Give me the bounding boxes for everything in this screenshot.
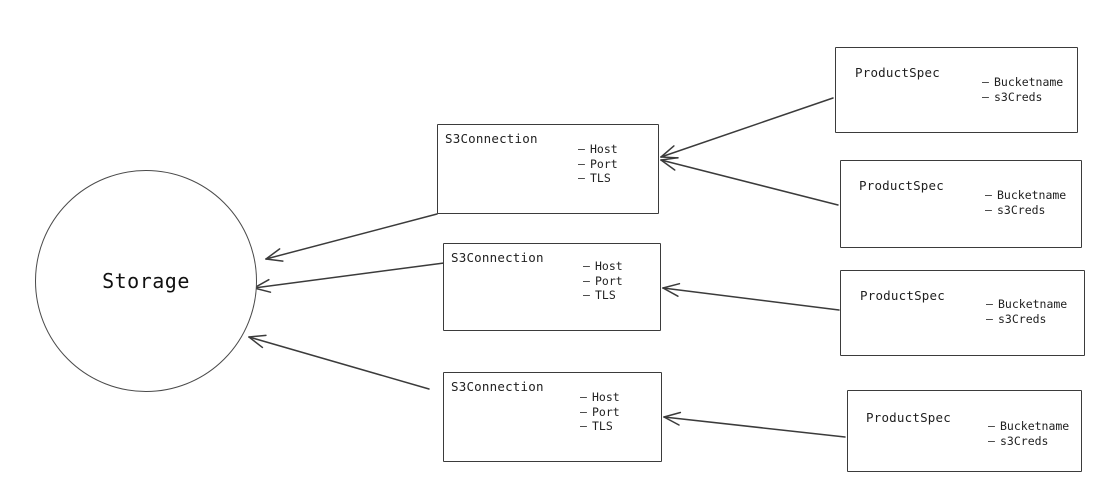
bullet-dash-icon: –: [985, 202, 992, 217]
bullet-dash-icon: –: [583, 288, 590, 302]
product-spec-attribute-label: Bucketname: [997, 188, 1067, 202]
s3-connection-box[interactable]: [437, 124, 659, 214]
arrow-prodspec4-to-s3conn3: [663, 411, 846, 438]
product-spec-attribute: –Bucketname: [982, 75, 1063, 90]
s3-connection-attribute-label: Host: [590, 142, 618, 156]
arrow-s3conn2-to-storage: [253, 262, 445, 293]
bullet-dash-icon: –: [982, 75, 989, 89]
s3-connection-attribute-label: Port: [590, 156, 618, 171]
bullet-dash-icon: –: [985, 188, 992, 202]
product-spec-box[interactable]: [847, 390, 1082, 472]
s3-connection-attribute: –TLS: [578, 171, 618, 186]
s3-connection-attribute: –Host: [578, 142, 618, 157]
product-spec-title: ProductSpec: [859, 178, 944, 193]
arrow-s3conn1-to-storage: [265, 213, 438, 262]
bullet-dash-icon: –: [578, 156, 585, 171]
s3-connection-title: S3Connection: [451, 250, 544, 265]
s3-connection-attribute: –Port: [583, 274, 623, 289]
product-spec-attribute: –s3Creds: [986, 312, 1067, 327]
s3-connection-attribute-list: –Host–Port–TLS: [578, 142, 618, 186]
s3-connection-attribute-label: Host: [592, 390, 620, 404]
bullet-dash-icon: –: [578, 142, 585, 156]
bullet-dash-icon: –: [988, 419, 995, 433]
bullet-dash-icon: –: [986, 297, 993, 311]
s3-connection-attribute-list: –Host–Port–TLS: [580, 390, 620, 434]
product-spec-attribute-list: –Bucketname–s3Creds: [986, 297, 1067, 326]
product-spec-attribute: –Bucketname: [986, 297, 1067, 312]
s3-connection-box[interactable]: [443, 372, 662, 462]
s3-connection-attribute-label: Port: [595, 273, 623, 288]
product-spec-attribute-label: Bucketname: [1000, 419, 1070, 433]
s3-connection-attribute: –TLS: [580, 419, 620, 434]
product-spec-attribute: –Bucketname: [985, 188, 1066, 203]
bullet-dash-icon: –: [580, 419, 587, 433]
product-spec-box[interactable]: [835, 47, 1078, 133]
bullet-dash-icon: –: [986, 311, 993, 326]
product-spec-box[interactable]: [840, 160, 1082, 248]
s3-connection-attribute: –Host: [580, 390, 620, 405]
product-spec-attribute-label: s3Creds: [998, 311, 1047, 326]
arrow-prodspec2-to-s3conn1: [660, 157, 839, 206]
s3-connection-title: S3Connection: [445, 131, 538, 146]
product-spec-attribute: –s3Creds: [985, 203, 1066, 218]
s3-connection-attribute-label: TLS: [595, 288, 616, 302]
bullet-dash-icon: –: [583, 273, 590, 288]
bullet-dash-icon: –: [580, 404, 587, 419]
product-spec-box[interactable]: [840, 270, 1085, 356]
arrow-s3conn3-to-storage: [248, 334, 430, 390]
bullet-dash-icon: –: [578, 171, 585, 185]
product-spec-attribute-list: –Bucketname–s3Creds: [982, 75, 1063, 104]
s3-connection-title: S3Connection: [451, 379, 544, 394]
bullet-dash-icon: –: [988, 433, 995, 448]
product-spec-attribute-label: s3Creds: [994, 89, 1043, 104]
product-spec-attribute-list: –Bucketname–s3Creds: [988, 419, 1069, 448]
product-spec-attribute-label: s3Creds: [997, 202, 1046, 217]
product-spec-attribute: –Bucketname: [988, 419, 1069, 434]
s3-connection-box[interactable]: [443, 243, 661, 331]
product-spec-title: ProductSpec: [860, 288, 945, 303]
product-spec-attribute-label: Bucketname: [994, 75, 1064, 89]
s3-connection-attribute-label: Port: [592, 404, 620, 419]
product-spec-attribute: –s3Creds: [982, 90, 1063, 105]
s3-connection-attribute: –Host: [583, 259, 623, 274]
bullet-dash-icon: –: [982, 89, 989, 104]
s3-connection-attribute-label: TLS: [590, 171, 611, 185]
arrow-prodspec3-to-s3conn2: [662, 282, 840, 311]
s3-connection-attribute-list: –Host–Port–TLS: [583, 259, 623, 303]
s3-connection-attribute: –Port: [578, 157, 618, 172]
product-spec-attribute-label: s3Creds: [1000, 433, 1049, 448]
s3-connection-attribute-label: TLS: [592, 419, 613, 433]
s3-connection-attribute-label: Host: [595, 259, 623, 273]
s3-connection-attribute: –Port: [580, 405, 620, 420]
product-spec-title: ProductSpec: [855, 65, 940, 80]
storage-circle[interactable]: Storage: [35, 170, 257, 392]
product-spec-title: ProductSpec: [866, 410, 951, 425]
arrow-prodspec1-to-s3conn1: [660, 97, 834, 159]
s3-connection-attribute: –TLS: [583, 288, 623, 303]
bullet-dash-icon: –: [583, 259, 590, 273]
storage-label: Storage: [102, 269, 190, 293]
bullet-dash-icon: –: [580, 390, 587, 404]
product-spec-attribute-list: –Bucketname–s3Creds: [985, 188, 1066, 217]
product-spec-attribute: –s3Creds: [988, 434, 1069, 449]
product-spec-attribute-label: Bucketname: [998, 297, 1068, 311]
